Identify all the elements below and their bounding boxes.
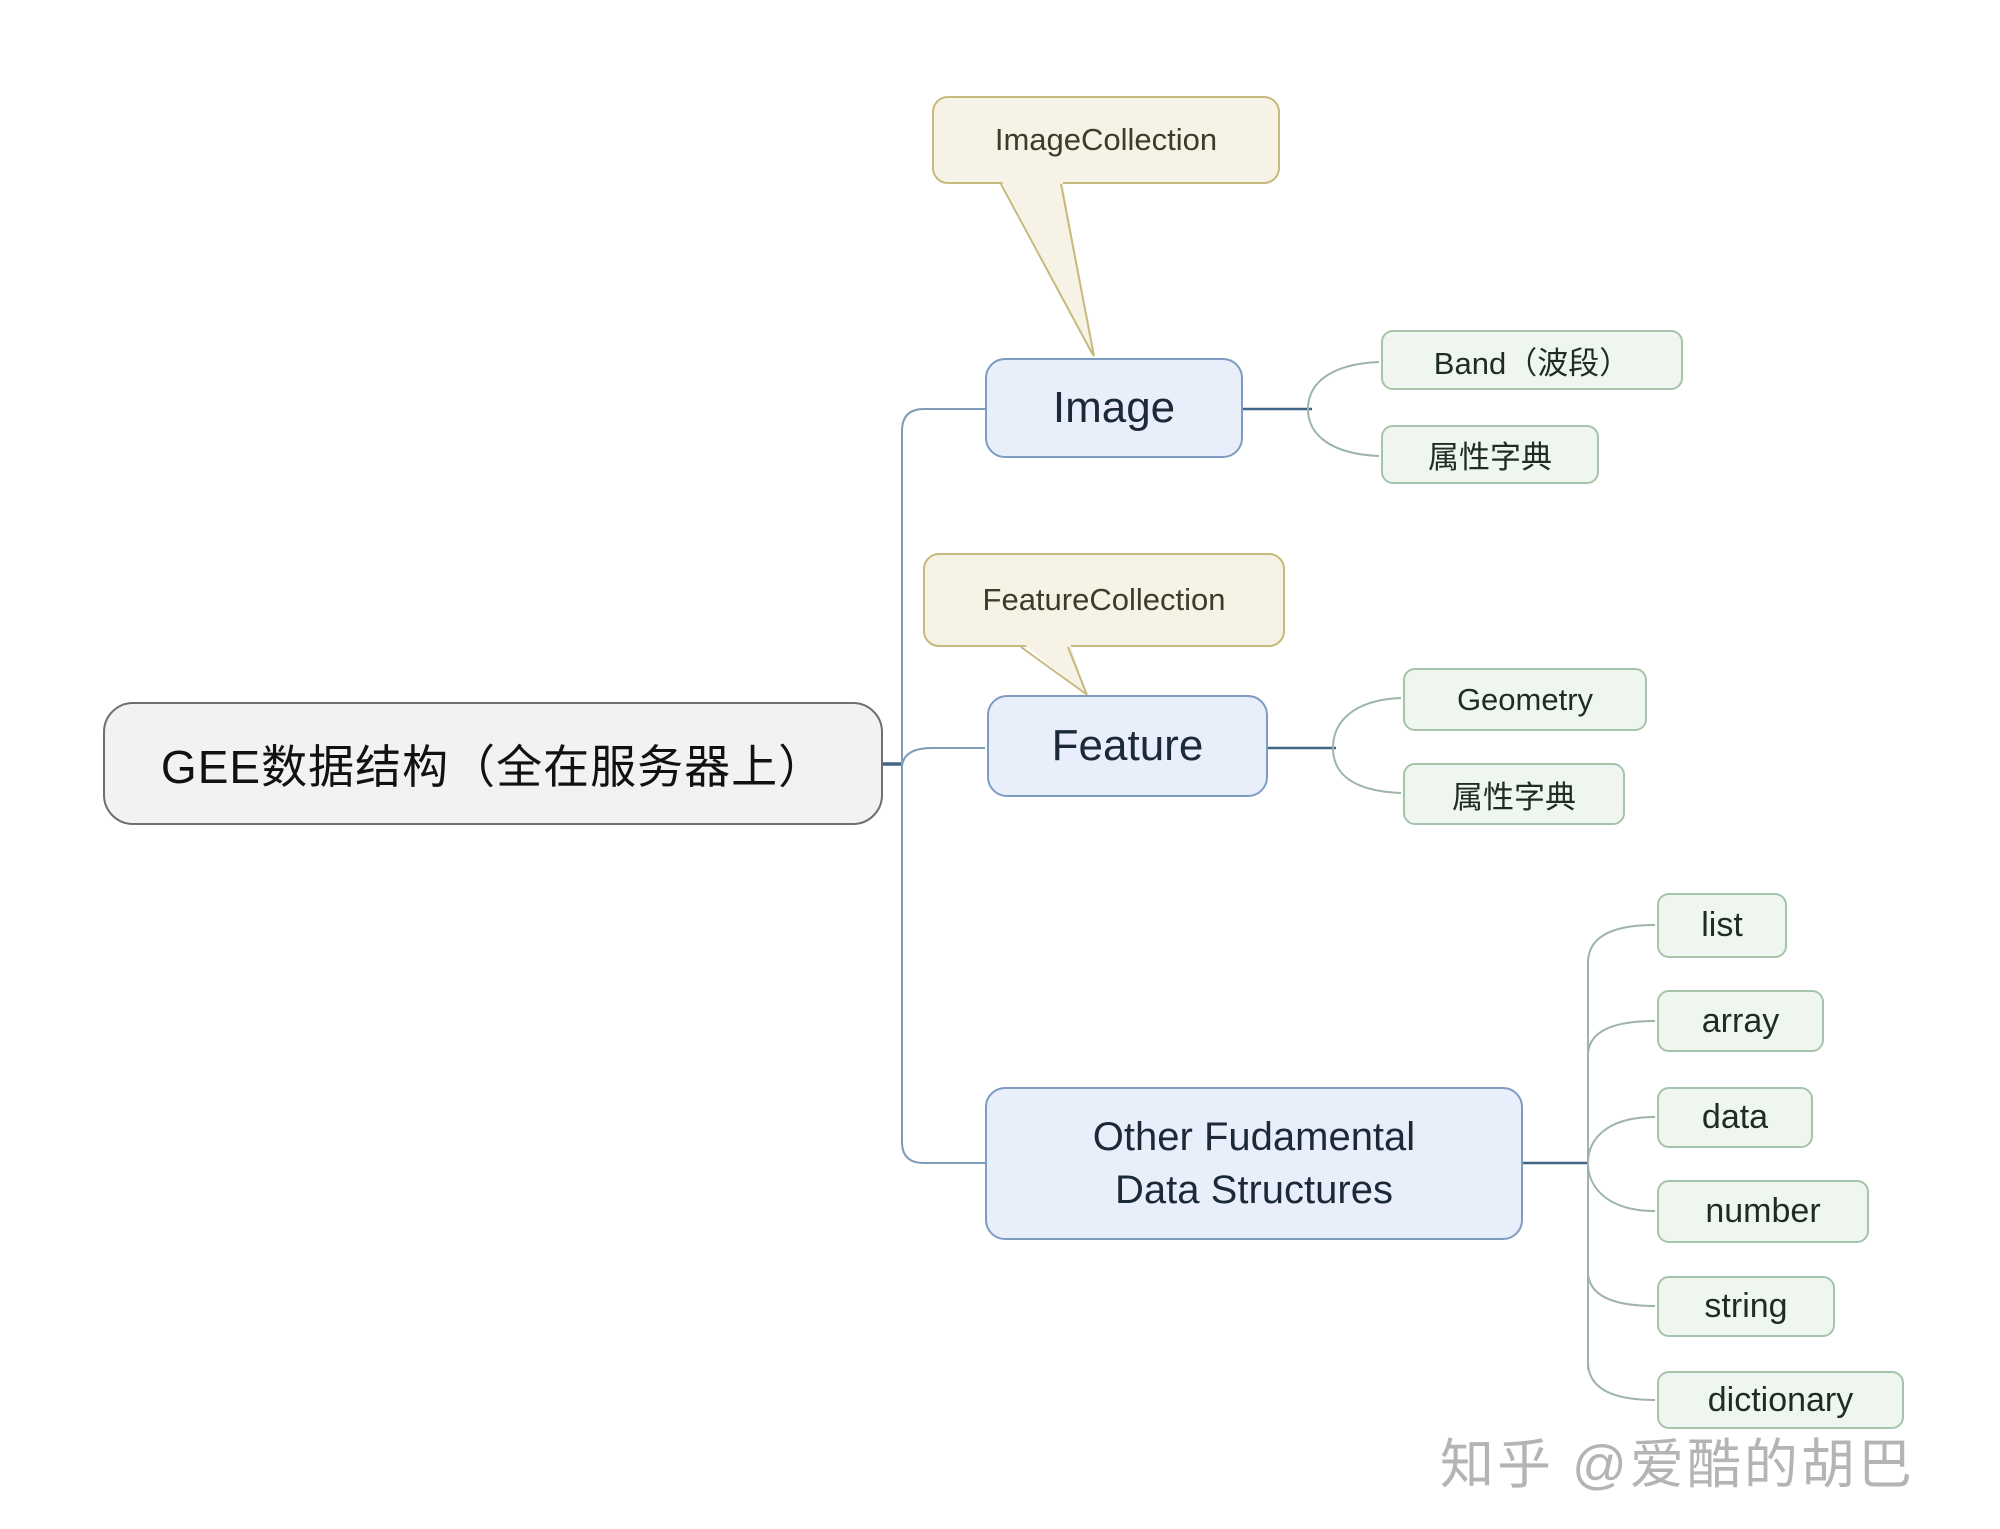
- connector-trunk-feature: [901, 747, 985, 767]
- node-feature-properties[interactable]: 属性字典: [1403, 763, 1625, 825]
- watermark: 知乎 @爱酷的胡巴: [1440, 1420, 1915, 1499]
- node-feature-label: Feature: [1051, 721, 1204, 770]
- connector-other-string: [1587, 1273, 1656, 1307]
- connector-other-dictionary: [1587, 1361, 1656, 1401]
- node-image-properties-label: 属性字典: [1428, 440, 1552, 475]
- watermark-text: 知乎 @爱酷的胡巴: [1440, 1435, 1915, 1495]
- node-band[interactable]: Band（波段）: [1381, 330, 1683, 390]
- callout-feature-tail: [1020, 641, 1087, 695]
- node-other-structures[interactable]: Other Fudamental Data Structures: [985, 1087, 1523, 1240]
- node-geometry[interactable]: Geometry: [1403, 668, 1647, 731]
- node-other-structures-line2: Data Structures: [1115, 1167, 1393, 1212]
- node-data[interactable]: data: [1657, 1087, 1813, 1148]
- node-geometry-label: Geometry: [1456, 681, 1594, 717]
- node-array[interactable]: array: [1657, 990, 1824, 1052]
- node-data-label: data: [1701, 1098, 1769, 1136]
- node-list[interactable]: list: [1657, 893, 1787, 958]
- connector-other-array: [1587, 1020, 1656, 1054]
- connector-other-list: [1587, 924, 1656, 964]
- node-number-label: number: [1705, 1192, 1821, 1230]
- connector-other-mid-bracket: [1586, 1116, 1656, 1212]
- node-root-label: GEE数据结构（全在服务器上）: [160, 740, 826, 793]
- connector-trunk: [901, 408, 985, 1164]
- node-number[interactable]: number: [1657, 1180, 1869, 1243]
- connector-image-bracket: [1306, 361, 1380, 457]
- callout-feature-tail-outline: [1020, 646, 1088, 696]
- node-image[interactable]: Image: [985, 358, 1243, 458]
- callout-feature-collection-label: FeatureCollection: [982, 582, 1226, 617]
- node-string[interactable]: string: [1657, 1276, 1835, 1337]
- node-dictionary-label: dictionary: [1707, 1380, 1854, 1419]
- callout-image-tail-outline: [1000, 183, 1095, 357]
- callout-image-collection[interactable]: ImageCollection: [932, 96, 1280, 184]
- node-feature-properties-label: 属性字典: [1452, 779, 1576, 815]
- node-list-label: list: [1701, 906, 1743, 944]
- node-string-label: string: [1704, 1287, 1788, 1325]
- node-image-properties[interactable]: 属性字典: [1381, 425, 1599, 484]
- node-image-label: Image: [1052, 383, 1176, 432]
- node-feature[interactable]: Feature: [987, 695, 1268, 797]
- node-band-label: Band（波段）: [1433, 345, 1631, 381]
- callout-feature-collection[interactable]: FeatureCollection: [923, 553, 1285, 647]
- node-other-structures-line1: Other Fudamental: [1092, 1114, 1416, 1159]
- callout-image-collection-label: ImageCollection: [994, 122, 1218, 157]
- callout-image-tail: [1000, 178, 1094, 356]
- node-root[interactable]: GEE数据结构（全在服务器上）: [103, 702, 883, 825]
- node-dictionary[interactable]: dictionary: [1657, 1371, 1904, 1429]
- connector-feature-bracket: [1331, 697, 1402, 794]
- node-array-label: array: [1701, 1001, 1780, 1040]
